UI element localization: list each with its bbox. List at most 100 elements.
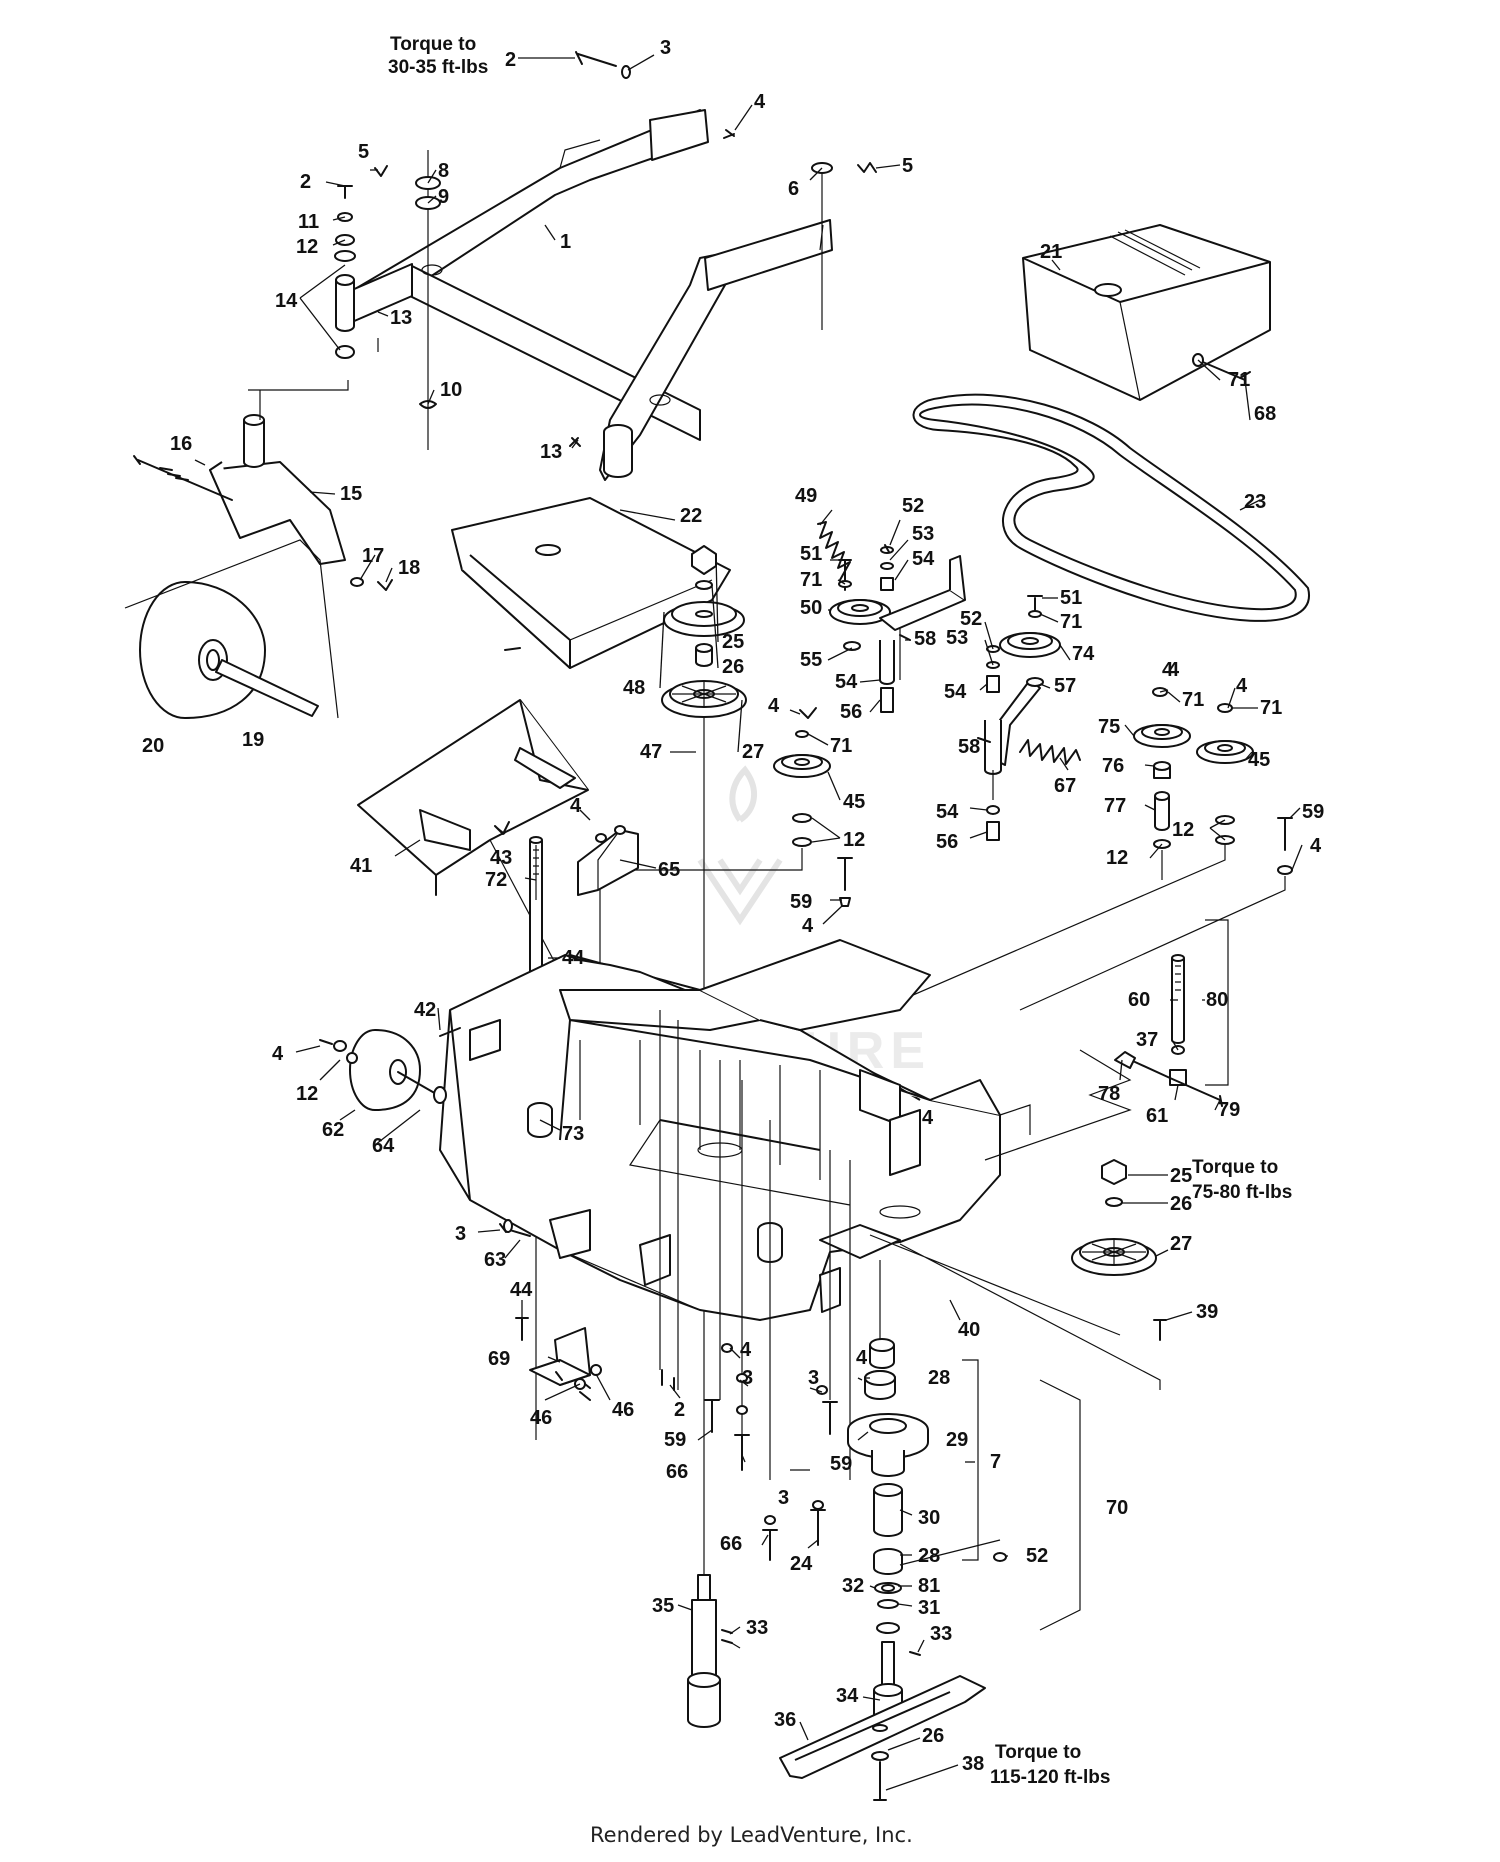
torque-note-top: Torque to 30-35 ft-lbs: [388, 34, 488, 78]
callout-27: 27: [742, 741, 764, 763]
callout-4: 4: [272, 1043, 284, 1065]
callout-57: 57: [1054, 675, 1076, 697]
callout-71: 71: [1260, 697, 1282, 719]
callout-78: 78: [1098, 1083, 1120, 1105]
callout-40: 40: [958, 1319, 980, 1341]
callout-13: 13: [390, 307, 412, 329]
callout-63: 63: [484, 1249, 506, 1271]
callout-61: 61: [1146, 1105, 1168, 1127]
callout-4: 4: [740, 1339, 752, 1361]
callout-4: 4: [802, 915, 814, 937]
callout-54: 54: [835, 671, 858, 693]
callout-74: 74: [1072, 643, 1095, 665]
callout-3: 3: [742, 1367, 753, 1389]
callout-9: 9: [438, 186, 449, 208]
idler-assemblies: [599, 521, 1293, 1600]
callout-41: 41: [350, 855, 372, 877]
callout-4: 4: [1310, 835, 1322, 857]
callout-79: 79: [1218, 1099, 1240, 1121]
callout-51: 51: [800, 543, 822, 565]
callout-26: 26: [722, 656, 744, 678]
callout-24: 24: [790, 1553, 813, 1575]
spindle-assembly: [847, 1359, 1081, 1735]
callout-18: 18: [398, 557, 420, 579]
callout-4: 4: [1168, 659, 1180, 681]
svg-text:Torque to: Torque to: [995, 1742, 1081, 1763]
callout-13: 13: [540, 441, 562, 463]
callout-31: 31: [918, 1597, 940, 1619]
callout-4: 4: [856, 1347, 868, 1369]
callout-25: 25: [722, 631, 744, 653]
callout-46: 46: [530, 1407, 552, 1429]
callout-10: 10: [440, 379, 462, 401]
callout-77: 77: [1104, 795, 1126, 817]
callout-6: 6: [788, 178, 799, 200]
callout-76: 76: [1102, 755, 1124, 777]
callout-52: 52: [1026, 1545, 1048, 1567]
callout-75: 75: [1098, 716, 1120, 738]
callout-39: 39: [1196, 1301, 1218, 1323]
callout-23: 23: [1244, 491, 1266, 513]
callout-29: 29: [946, 1429, 968, 1451]
callout-56: 56: [936, 831, 958, 853]
callout-16: 16: [170, 433, 192, 455]
callout-26: 26: [922, 1725, 944, 1747]
callout-50: 50: [800, 597, 822, 619]
callout-48: 48: [623, 677, 645, 699]
callout-4: 4: [922, 1107, 934, 1129]
callout-15: 15: [340, 483, 362, 505]
callout-62: 62: [322, 1119, 344, 1141]
caster-hardware-stack: [334, 185, 379, 359]
callout-51: 51: [1060, 587, 1082, 609]
svg-text:Torque to: Torque to: [1192, 1157, 1278, 1178]
callout-52: 52: [960, 608, 982, 630]
callout-36: 36: [774, 1709, 796, 1731]
callout-14: 14: [275, 290, 298, 312]
callout-55: 55: [800, 649, 822, 671]
callout-2: 2: [300, 171, 311, 193]
callout-22: 22: [680, 505, 702, 527]
callout-54: 54: [912, 548, 935, 570]
callout-71: 71: [1060, 611, 1082, 633]
callout-35: 35: [652, 1595, 674, 1617]
callout-1: 1: [560, 231, 571, 253]
callout-4: 4: [754, 91, 766, 113]
callout-66: 66: [720, 1533, 742, 1555]
callout-53: 53: [946, 627, 968, 649]
deck-cover: [1022, 224, 1271, 401]
callout-5: 5: [902, 155, 913, 177]
callout-2: 2: [505, 49, 516, 71]
callout-46: 46: [612, 1399, 634, 1421]
callout-17: 17: [362, 545, 384, 567]
discharge-chute: [357, 699, 589, 1011]
callout-60: 60: [1128, 989, 1150, 1011]
callout-47: 47: [640, 741, 662, 763]
callout-7: 7: [990, 1451, 1001, 1473]
callout-12: 12: [1106, 847, 1128, 869]
callout-42: 42: [414, 999, 436, 1021]
callout-38: 38: [962, 1753, 984, 1775]
callout-25: 25: [1170, 1165, 1192, 1187]
callout-59: 59: [830, 1453, 852, 1475]
svg-text:30-35 ft-lbs: 30-35 ft-lbs: [388, 57, 488, 78]
svg-text:Torque to: Torque to: [390, 34, 476, 55]
anti-scalp-bracket: [515, 1317, 602, 1401]
callout-12: 12: [1172, 819, 1194, 841]
callout-12: 12: [843, 829, 865, 851]
callout-80: 80: [1206, 989, 1228, 1011]
callout-66: 66: [666, 1461, 688, 1483]
callout-32: 32: [842, 1575, 864, 1597]
callout-59: 59: [664, 1429, 686, 1451]
callout-33: 33: [930, 1623, 952, 1645]
callout-27: 27: [1170, 1233, 1192, 1255]
callout-71: 71: [800, 569, 822, 591]
callout-26: 26: [1170, 1193, 1192, 1215]
frame-bolt: [374, 51, 877, 447]
callout-28: 28: [928, 1367, 950, 1389]
callout-58: 58: [958, 736, 980, 758]
bolt-59-mid: [837, 857, 853, 907]
callout-65: 65: [658, 859, 680, 881]
callout-45: 45: [1248, 749, 1270, 771]
callout-64: 64: [372, 1135, 395, 1157]
